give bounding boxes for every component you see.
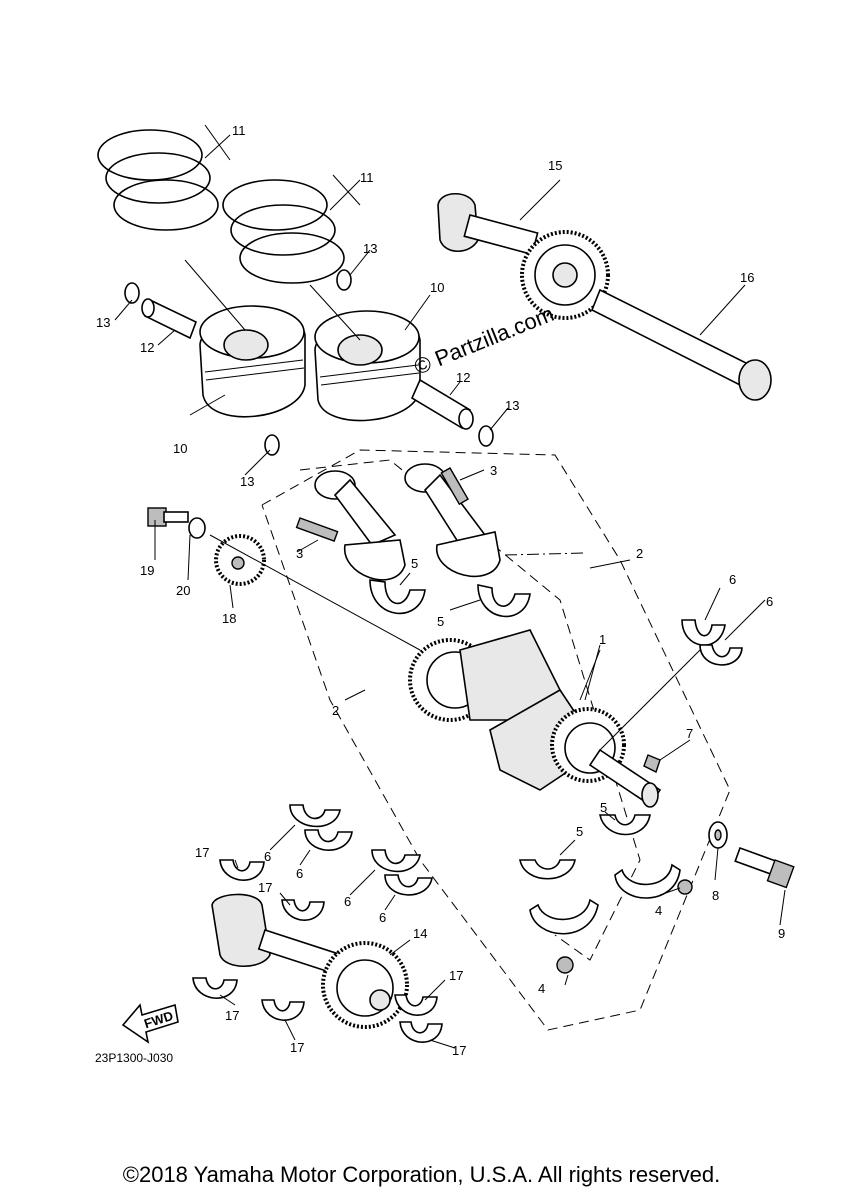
piston-rings-left [97, 124, 231, 231]
callout-2: 2 [332, 703, 339, 718]
callout-6: 6 [344, 894, 351, 909]
callout-3: 3 [490, 463, 497, 478]
callout-7: 7 [686, 726, 693, 741]
forward-arrow-icon: FWD [121, 1003, 179, 1044]
washer-8 [708, 821, 728, 849]
callout-17: 17 [452, 1043, 466, 1058]
callout-17: 17 [195, 845, 209, 860]
callout-6: 6 [766, 594, 773, 609]
circlips [124, 269, 494, 456]
callout-20: 20 [176, 583, 190, 598]
piston-pin-right [410, 378, 474, 430]
bearings-6 [289, 619, 743, 896]
callout-14: 14 [413, 926, 427, 941]
callout-4: 4 [655, 903, 662, 918]
timing-gear-18 [209, 534, 421, 651]
callout-12: 12 [456, 370, 470, 385]
watermark: © Partzilla.com [411, 301, 558, 380]
piston-pin-left [141, 298, 198, 340]
callout-13: 13 [96, 315, 110, 330]
bolt-19 [147, 507, 189, 527]
callout-1: 1 [599, 632, 606, 647]
callout-8: 8 [712, 888, 719, 903]
callout-5: 5 [600, 800, 607, 815]
callout-10: 10 [430, 280, 444, 295]
callout-17: 17 [258, 880, 272, 895]
balancer-shaft-top [437, 179, 610, 320]
callout-11: 11 [232, 123, 246, 138]
piston-right [309, 284, 421, 422]
callout-16: 16 [740, 270, 754, 285]
callout-6: 6 [379, 910, 386, 925]
diagram-code: 23P1300-J030 [95, 1051, 173, 1065]
callout-15: 15 [548, 158, 562, 173]
group-outline-conrod-assembly [261, 449, 731, 1031]
copyright-text: ©2018 Yamaha Motor Corporation, U.S.A. A… [122, 1162, 721, 1187]
crankshaft [408, 629, 701, 808]
callout-17: 17 [225, 1008, 239, 1023]
callout-labels: 1 2 2 3 3 4 4 5 5 5 5 6 6 6 6 6 6 7 8 9 … [96, 123, 785, 1058]
washer-20 [188, 517, 206, 539]
callout-12: 12 [140, 340, 154, 355]
callout-17: 17 [290, 1040, 304, 1055]
callout-5: 5 [411, 556, 418, 571]
callout-19: 19 [140, 563, 154, 578]
connecting-rod-left [295, 470, 406, 581]
callout-18: 18 [222, 611, 236, 626]
callout-6: 6 [264, 849, 271, 864]
callout-11: 11 [360, 170, 374, 185]
connecting-rod-right [404, 463, 501, 578]
rod-cap-lower-left [529, 898, 599, 974]
callout-4: 4 [538, 981, 545, 996]
callout-3: 3 [296, 546, 303, 561]
callout-13: 13 [363, 241, 377, 256]
bearings-5 [369, 579, 651, 880]
callout-2: 2 [636, 546, 643, 561]
bearings-17 [192, 859, 443, 1043]
callout-9: 9 [778, 926, 785, 941]
balancer-shaft-lower [211, 893, 409, 1029]
piston-left [184, 259, 306, 418]
callout-17: 17 [449, 968, 463, 983]
callout-10: 10 [173, 441, 187, 456]
rod-cap-lower-right [614, 863, 693, 899]
callout-13: 13 [505, 398, 519, 413]
bolt-9 [734, 846, 795, 889]
leader-lines [114, 249, 786, 1049]
callout-13: 13 [240, 474, 254, 489]
callout-5: 5 [576, 824, 583, 839]
piston-rings-right [222, 174, 361, 284]
balancer-shaft-pin [590, 284, 772, 401]
callout-6: 6 [729, 572, 736, 587]
callout-6: 6 [296, 866, 303, 881]
key-7 [643, 754, 661, 773]
callout-5: 5 [437, 614, 444, 629]
